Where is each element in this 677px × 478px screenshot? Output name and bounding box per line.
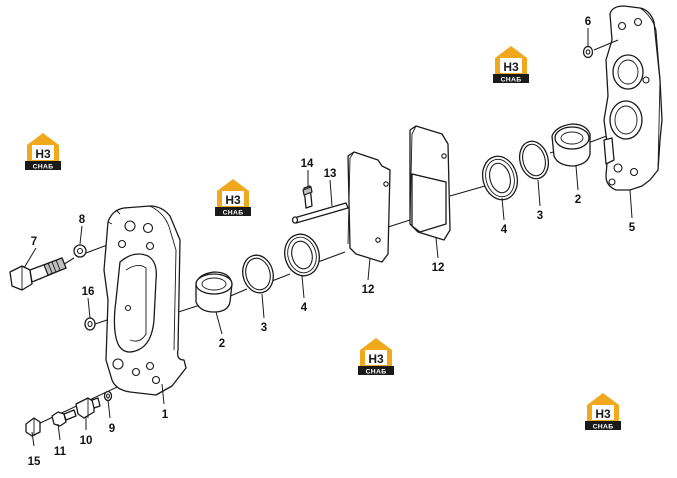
bolt xyxy=(9,257,67,291)
callout-1: 1 xyxy=(162,409,169,421)
callout-9: 9 xyxy=(109,423,115,435)
callout-15: 15 xyxy=(28,456,41,468)
piston-left xyxy=(195,271,233,313)
logo-mark-text: H3 xyxy=(225,193,241,207)
o-ring-small xyxy=(84,317,96,331)
seal-ring-right xyxy=(518,140,550,180)
callout-16: 16 xyxy=(82,286,95,298)
piston-right xyxy=(551,123,591,167)
caliper-half-right xyxy=(603,5,663,191)
callout-6: 6 xyxy=(585,16,591,28)
leader-lines xyxy=(23,28,633,447)
callout-4-left: 4 xyxy=(301,302,308,314)
callout-5: 5 xyxy=(629,222,636,234)
logo-mark-text: H3 xyxy=(368,352,384,366)
callout-12-left: 12 xyxy=(362,284,375,296)
logo-caption-text: СНАБ xyxy=(501,76,522,83)
callout-13: 13 xyxy=(324,168,337,180)
brake-pad-right xyxy=(409,125,451,241)
seal-washer xyxy=(103,390,113,402)
bleed-cap xyxy=(25,417,41,437)
adapter-fitting xyxy=(75,397,101,419)
caliper-half-left xyxy=(103,205,187,396)
callout-2-left: 2 xyxy=(219,338,225,350)
callout-10: 10 xyxy=(80,435,93,447)
bleed-screw xyxy=(51,409,77,427)
logo-mark-text: H3 xyxy=(35,147,51,161)
seal-ring-left xyxy=(242,254,274,294)
washer-top-right xyxy=(582,39,619,59)
callout-12-right: 12 xyxy=(432,262,445,274)
logo-caption-text: СНАБ xyxy=(33,163,54,170)
callout-11: 11 xyxy=(54,446,67,458)
logo-mark-text: H3 xyxy=(503,60,519,74)
callout-8: 8 xyxy=(79,214,86,226)
logo-caption-text: СНАБ xyxy=(366,368,387,375)
callout-14: 14 xyxy=(301,158,314,170)
washer-small xyxy=(73,244,87,258)
logo-caption-text: СНАБ xyxy=(223,209,244,216)
callout-labels: 15 11 10 9 1 7 8 16 2 3 4 12 14 13 12 4 … xyxy=(28,16,636,468)
callout-2-right: 2 xyxy=(575,194,581,206)
guide-pin xyxy=(291,202,349,224)
logo-caption-text: СНАБ xyxy=(593,423,614,430)
logo-mark-text: H3 xyxy=(595,407,611,421)
callout-7: 7 xyxy=(31,236,37,248)
callout-3-left: 3 xyxy=(261,322,267,334)
callout-4-right: 4 xyxy=(501,224,508,236)
dust-boot-right xyxy=(481,155,519,201)
dust-boot-left xyxy=(284,233,320,277)
brake-pad-left xyxy=(347,151,391,263)
retaining-clip xyxy=(302,185,313,209)
callout-3-right: 3 xyxy=(537,210,543,222)
